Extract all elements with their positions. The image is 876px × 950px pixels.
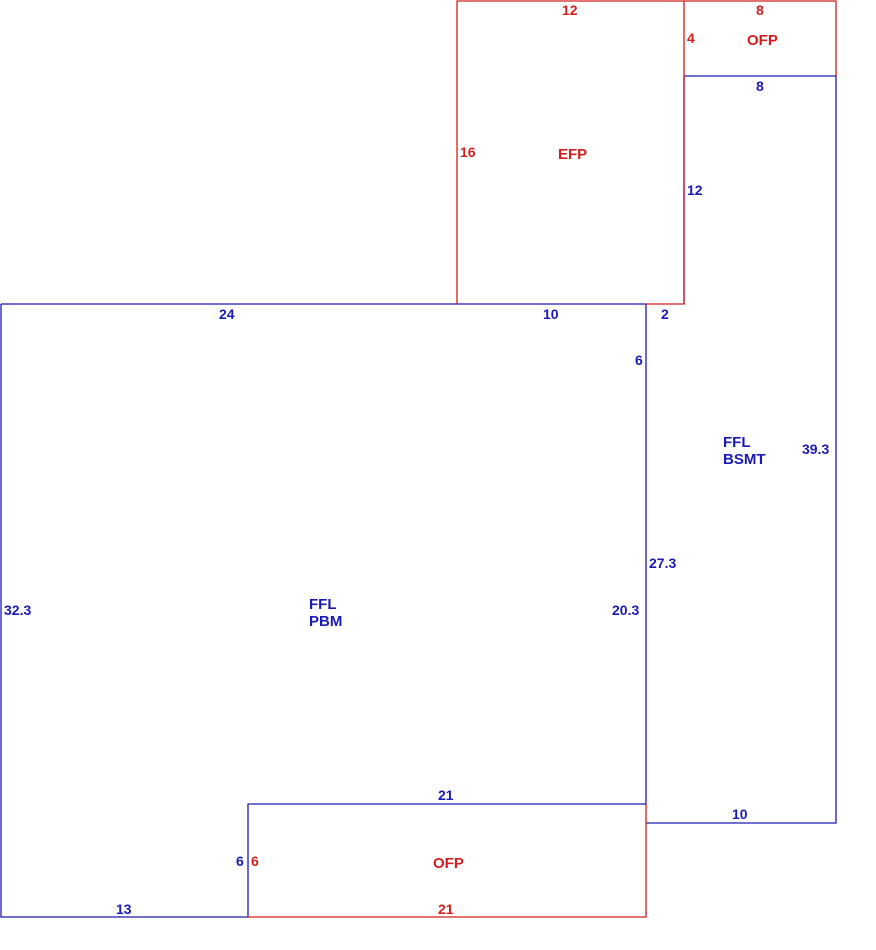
dimension-basement-outer: 39.3 [802,441,829,457]
dimension-open-porch-top-side: 4 [687,30,695,46]
enclosed-porch-label: EFP [558,146,587,163]
dimension-main-notch-top: 21 [438,787,454,803]
dimension-basement-upper-left: 12 [687,182,703,198]
dimension-main-notch-side: 6 [236,853,244,869]
dimension-main-top-left: 24 [219,306,235,322]
basement-area-label-line1: FFL [723,434,751,451]
open-porch-bottom-outline [248,804,647,918]
basement-area-outline [646,75,837,824]
dimension-basement-top: 8 [756,78,764,94]
open-porch-top-outline [684,0,837,76]
dimension-basement-inner: 27.3 [649,555,676,571]
dimension-enclosed-porch-top: 12 [562,2,578,18]
open-porch-top-label: OFP [747,32,778,49]
dimension-open-porch-top-top: 8 [756,2,764,18]
dimension-main-left: 32.3 [4,602,31,618]
dimension-basement-step: 2 [661,306,669,322]
dimension-open-porch-bottom-side: 6 [251,853,259,869]
dimension-main-top-right: 10 [543,306,559,322]
open-porch-bottom-label: OFP [433,855,464,872]
dimension-main-right-upper: 6 [635,352,643,368]
dimension-main-bottom-left: 13 [116,901,132,917]
dimension-basement-bottom: 10 [732,806,748,822]
main-area-label-line2: PBM [309,613,342,630]
main-area-label-line1: FFL [309,596,337,613]
dimension-enclosed-porch-left: 16 [460,144,476,160]
dimension-main-right-lower: 20.3 [612,602,639,618]
basement-area-label-line2: BSMT [723,451,766,468]
dimension-open-porch-bottom-bottom: 21 [438,901,454,917]
